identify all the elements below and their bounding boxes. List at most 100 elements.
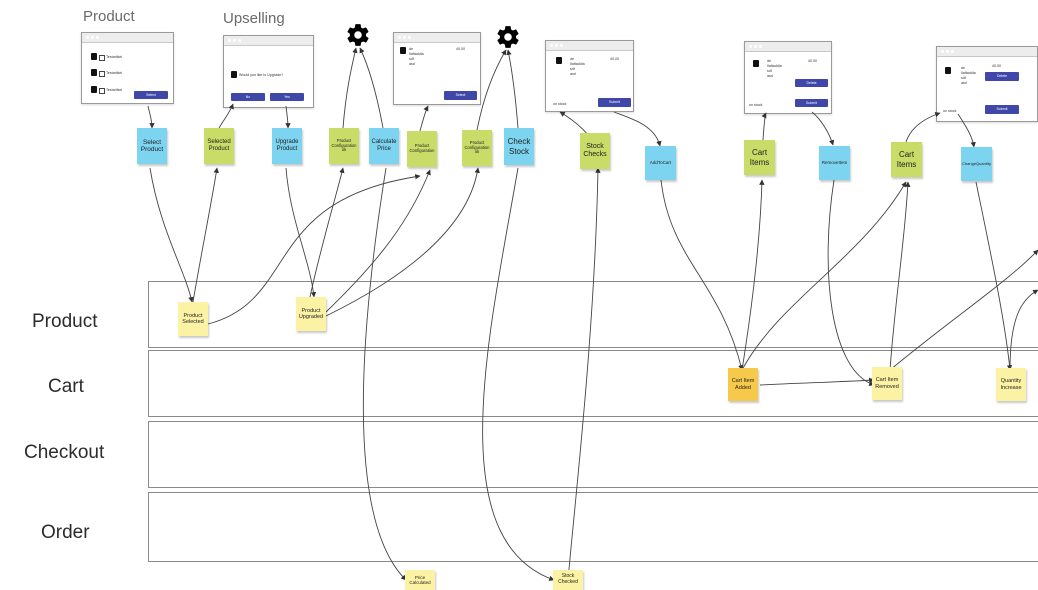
gear-icon <box>347 24 369 46</box>
wireframe-upselling: Would you like to Upgrade? No Yes <box>223 35 314 108</box>
arrow <box>889 181 911 371</box>
wf1-select-button[interactable]: Select <box>134 91 168 99</box>
lane-checkout <box>148 421 1038 488</box>
wf1-item-2: Testartikel <box>106 71 123 75</box>
wf4-line-1: de <box>570 57 574 61</box>
sticky-cart-item-added: Cart Item Added <box>728 368 758 401</box>
wf6-line-2: Ilaftaddla <box>961 71 976 75</box>
wf5-submit-button[interactable]: Submit <box>795 99 828 107</box>
wf5-line-4: asd <box>767 74 773 78</box>
arrow <box>362 167 407 581</box>
wf4-stock: on stock <box>553 102 567 106</box>
wf6-delete-button[interactable]: Delete <box>985 72 1019 81</box>
wf3-select-button[interactable]: Select <box>444 91 477 100</box>
section-title-upselling: Upselling <box>223 10 285 27</box>
arrow <box>506 49 519 129</box>
wf1-item-1: Testartikel <box>106 55 123 59</box>
arrow <box>192 167 219 303</box>
wf4-line-3: sdf <box>570 67 575 71</box>
wf4-line-2: Ilaftaddla <box>570 62 585 66</box>
wireframe-cart-1: de Ilaftaddla sdf asd 40.00 Delete on st… <box>744 41 832 114</box>
sticky-product-upgraded: Product Upgraded <box>296 297 326 331</box>
lane-label-product: Product <box>32 311 98 332</box>
arrow <box>827 179 875 386</box>
arrow <box>741 181 907 371</box>
arrow <box>761 112 767 141</box>
sticky-cart-items-1: Cart Items <box>744 140 775 175</box>
lane-label-cart: Cart <box>48 376 84 397</box>
wf6-price: 40.00 <box>992 64 1001 68</box>
sticky-remove-item: RemoveItem <box>819 146 850 180</box>
arrow <box>476 49 507 131</box>
wireframe-cart-2: de Ilaftaddla sdf asd 40.00 Delete on st… <box>936 46 1038 122</box>
wf6-line-1: de <box>961 66 965 70</box>
gear-icon <box>497 26 519 48</box>
arrow <box>957 113 976 148</box>
wf1-item-3: Testartikel <box>106 88 123 92</box>
arrow <box>905 112 941 143</box>
arrow <box>975 181 1013 371</box>
section-title-product: Product <box>83 8 135 25</box>
sticky-cart-item-removed: Cart Item Removed <box>872 367 902 400</box>
wf4-price: 40.00 <box>610 57 619 61</box>
arrow <box>741 179 765 371</box>
wf6-line-4: asd <box>961 81 967 85</box>
wf3-line-3: sdf <box>409 57 414 61</box>
wf5-price: 40.00 <box>808 59 817 63</box>
sticky-product-config-ok-2: Product Configuration ok <box>462 130 492 166</box>
arrow <box>811 111 835 146</box>
arrow <box>482 167 555 581</box>
arrow <box>613 111 662 147</box>
wf6-submit-button[interactable]: Submit <box>985 105 1019 114</box>
arrow <box>285 167 317 298</box>
wf6-line-3: sdf <box>961 76 966 80</box>
sticky-price-calculated: Price Calculated <box>405 570 435 590</box>
wireframe-product-config: de Ilaftaddla sdf asd 40.00 Select <box>393 32 481 105</box>
arrow <box>359 47 384 129</box>
wf3-price: 40.00 <box>456 47 465 51</box>
wf3-line-2: Ilaftaddla <box>409 52 424 56</box>
arrow <box>309 167 345 298</box>
sticky-stock-checked: Stock Checked <box>553 570 583 590</box>
wf5-line-3: sdf <box>767 69 772 73</box>
arrow <box>1009 289 1038 371</box>
arrow <box>207 174 421 325</box>
arrow <box>660 179 744 371</box>
sticky-product-selected: Product Selected <box>178 302 208 336</box>
arrow <box>147 105 155 129</box>
arrow <box>285 105 291 129</box>
lane-label-order: Order <box>41 522 90 543</box>
arrow <box>149 167 194 303</box>
wf4-submit-button[interactable]: Submit <box>598 98 631 107</box>
arrow <box>325 169 431 313</box>
wf3-line-4: asd <box>409 62 415 66</box>
sticky-change-quantity: ChangeQuantity <box>961 147 992 181</box>
wireframe-stock: de Ilaftaddla sdf asd 40.00 on stock Sub… <box>545 40 634 112</box>
sticky-cart-items-2: Cart Items <box>891 142 922 177</box>
lane-order <box>148 492 1038 562</box>
wf6-stock: on stock <box>943 109 957 113</box>
sticky-quantity-increased: Quantity Increase <box>996 368 1026 401</box>
wireframe-product-list: Testartikel Testartikel Testartikel Sele… <box>81 32 174 104</box>
sticky-product-configuration: Product Configuration <box>407 131 437 167</box>
sticky-calculate-price: Calculate Price <box>369 128 399 164</box>
sticky-stock-checks: Stock Checks <box>580 133 610 169</box>
wf2-question: Would you like to Upgrade? <box>239 73 284 77</box>
arrow <box>419 105 429 132</box>
wf2-no-button[interactable]: No <box>231 93 265 101</box>
arrow <box>759 377 875 386</box>
lane-label-checkout: Checkout <box>24 442 105 463</box>
sticky-check-stock: Check Stock <box>504 128 534 165</box>
wf3-line-1: de <box>409 47 413 51</box>
arrow <box>567 167 601 581</box>
sticky-add-to-cart: AddToCart <box>645 146 676 180</box>
sticky-upgrade-product: Upgrade Product <box>272 128 302 164</box>
sticky-select-product: Select Product <box>137 128 167 164</box>
arrow <box>218 103 234 129</box>
wf5-stock: on stock <box>749 103 763 107</box>
wf5-delete-button[interactable]: Delete <box>795 79 828 87</box>
wf5-line-1: de <box>767 59 771 63</box>
wf2-yes-button[interactable]: Yes <box>270 93 304 101</box>
